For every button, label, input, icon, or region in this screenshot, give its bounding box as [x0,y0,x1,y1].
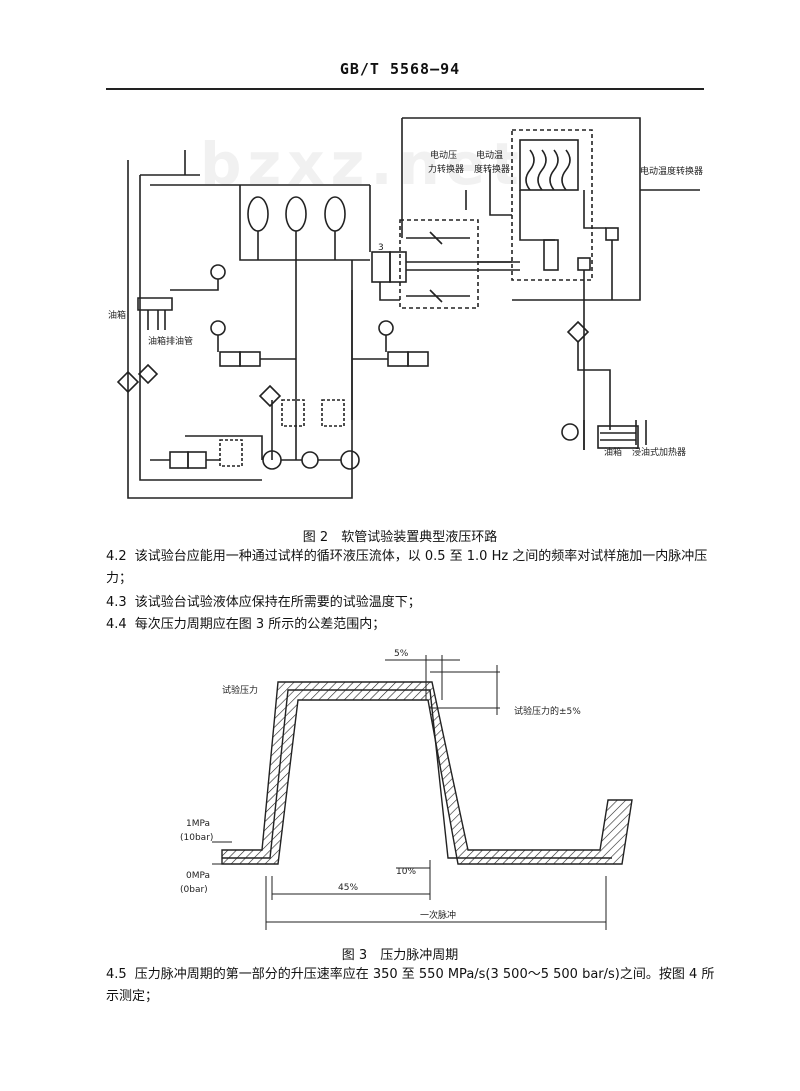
fig2-label-temp-transducer-line1: 电动温 [476,149,503,161]
paragraph-number: 4.4 [106,617,127,632]
fig2-label-temp-transducer-line2: 度转换器 [474,163,510,175]
standard-number-header: GB/T 5568—94 [339,60,461,78]
fig3-label-test-pressure: 试验压力 [222,684,258,696]
fig2-label-reservoir: 油箱 [604,446,622,458]
fig2-label-oil-drain-pipe: 油箱排油管 [148,335,193,347]
fig2-label-oil-tank: 油箱 [108,309,126,321]
fig3-label-top-percent: 5% [394,649,409,659]
fig3-label-0bar: (0bar) [180,885,208,895]
paragraph-4-4: 4.4 每次压力周期应在图 3 所示的公差范围内； [106,614,718,636]
fig2-label-3: 3 [378,243,384,253]
fig3-label-one-pulse: 一次脉冲 [420,909,456,921]
figure-3-caption: 图 3 压力脉冲周期 [341,948,459,963]
paragraph-number: 4.2 [106,549,127,564]
fig3-label-1mpa: 1MPa [186,819,210,829]
fig3-label-45-percent: 45% [338,883,358,893]
watermark: bzxz.net [200,130,525,198]
paragraph-text: 该试验台试验液体应保持在所需要的试验温度下； [134,595,421,610]
paragraph-number: 4.5 [106,967,127,982]
fig2-label-pressure-transducer-line2: 力转换器 [428,163,464,175]
header-rule [106,88,704,90]
figure-3-pressure-pulse: 5% 试验压力 试验压力的±5% 1MPa (10bar) 0MPa (0bar… [180,649,633,930]
paragraph-text: 该试验台应能用一种通过试样的循环液压流体，以 0.5 至 1.0 Hz 之间的频… [106,549,708,586]
fig2-label-temp-transducer-right: 电动温度转换器 [640,165,703,177]
fig2-label-pressure-transducer-line1: 电动压 [430,149,457,161]
figure-2-hydraulic-circuit: 电动压 力转换器 电动温 度转换器 电动温度转换器 油箱 油箱排油管 油箱 浸油… [108,117,703,499]
paragraph-4-3: 4.3 该试验台试验液体应保持在所需要的试验温度下； [106,592,718,614]
fig3-label-0mpa: 0MPa [186,871,210,881]
fig3-label-test-pressure-tolerance: 试验压力的±5% [514,705,581,717]
fig3-label-10bar: (10bar) [180,833,213,843]
paragraph-text: 每次压力周期应在图 3 所示的公差范围内； [134,617,386,632]
fig3-label-10-percent: 10% [396,867,416,877]
paragraph-number: 4.3 [106,595,127,610]
figure-2-caption: 图 2 软管试验装置典型液压环路 [302,530,498,545]
paragraph-text: 压力脉冲周期的第一部分的升压速率应在 350 至 550 MPa/s(3 500… [106,967,715,1004]
fig2-label-heater: 浸油式加热器 [632,446,686,458]
